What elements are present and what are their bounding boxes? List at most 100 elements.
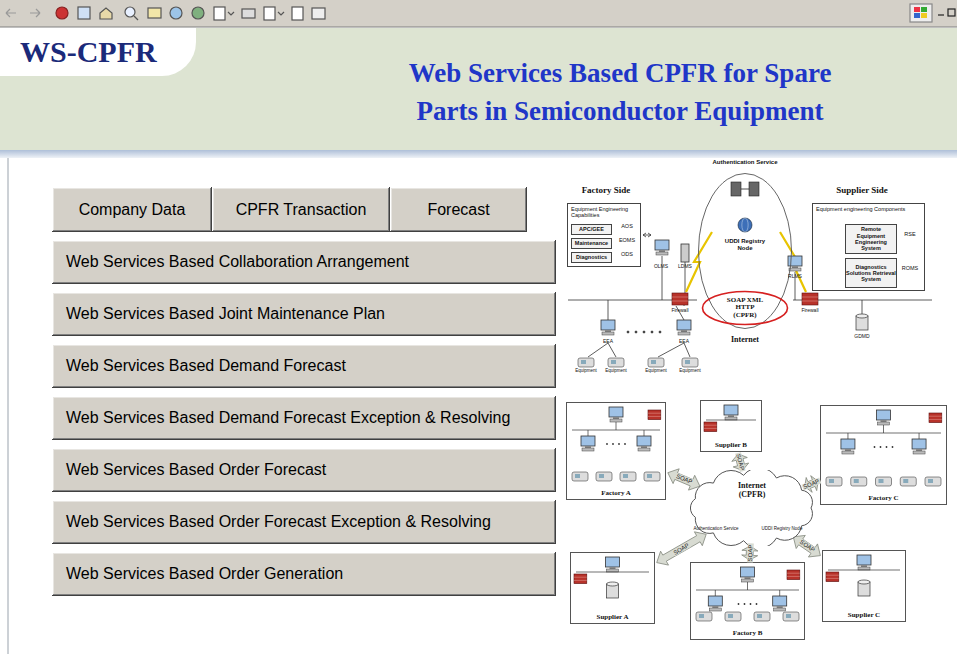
computer-icon: [677, 320, 691, 335]
outline-shape: [690, 470, 812, 546]
icon-part: [681, 330, 687, 332]
diagram-label: EEA: [603, 339, 613, 345]
diagram-label: Supplier Side: [836, 186, 888, 196]
computer-icon: [773, 596, 787, 611]
icon-part: [678, 332, 690, 335]
firewall-icon: [648, 410, 661, 420]
computer-icon: [877, 410, 891, 425]
globe-icon: [738, 218, 752, 232]
computer-icon: [841, 439, 855, 454]
node-text: Factory B: [733, 629, 763, 637]
edge-label: SOAP: [746, 544, 753, 563]
icon-part: [792, 266, 798, 268]
icon-part: [858, 580, 870, 584]
menu-button: Web Services Based Order Forecast: [52, 448, 556, 492]
lan-line: [616, 422, 617, 430]
icon-part: [928, 479, 933, 483]
equipment-icon: [925, 477, 941, 486]
module-box: Remote Equipment Engineering System: [845, 224, 897, 254]
menu-button: Web Services Based Collaboration Arrange…: [52, 240, 556, 284]
double-arrow: [793, 535, 820, 557]
icon-part: [602, 332, 614, 335]
icon-part: [858, 567, 870, 570]
lan-line: [588, 430, 589, 436]
factory-box: Factory A: [566, 402, 666, 500]
dot: [756, 603, 758, 605]
icon-part: [731, 182, 741, 196]
node-text: Equipment engineering Components: [816, 206, 905, 212]
menu-button: Web Services Based Demand Forecast Excep…: [52, 396, 556, 440]
computer-icon: [609, 407, 623, 422]
dot: [624, 443, 626, 445]
diagram-label: OLMS: [654, 264, 668, 270]
dot: [744, 603, 746, 605]
database-icon: [858, 580, 870, 596]
icon-part: [672, 297, 688, 298]
icon-part: [903, 479, 908, 483]
node-text: Diagnostics: [576, 254, 607, 260]
dot: [886, 446, 888, 448]
diagram-label: EOMS: [619, 237, 635, 243]
node-text: Factory C: [868, 494, 898, 502]
icon-part: [655, 240, 669, 250]
icon-part: [574, 577, 587, 578]
diagram-label: Internet: [731, 336, 759, 345]
icon-part: [845, 449, 851, 451]
equipment-icon: [596, 472, 612, 481]
icon-part: [648, 413, 661, 414]
computer-icon: [606, 557, 620, 572]
icon-part: [913, 451, 925, 454]
icon-part: [774, 608, 786, 611]
node-text: SOAP XML HTTP (CPFR): [725, 297, 765, 319]
server-pair-icon: [731, 182, 759, 196]
diagram-label: Authentication Service: [712, 159, 777, 166]
icon-part: [638, 448, 650, 451]
menu-button: Web Services Based Order Generation: [52, 552, 556, 596]
diagram-label: RSE: [904, 231, 915, 237]
icon-part: [856, 314, 868, 318]
icon-part: [606, 557, 620, 567]
node-text: WS-CPFR: [20, 35, 157, 69]
icon-part: [607, 569, 619, 572]
module-box: Maintenance: [571, 238, 612, 249]
icon-part: [802, 301, 818, 302]
icon-part: [783, 612, 799, 621]
dot: [892, 446, 894, 448]
firewall-icon: [802, 293, 818, 305]
dot: [874, 446, 876, 448]
icon-part: [699, 614, 704, 618]
icon-part: [826, 572, 839, 582]
tab-button: Company Data: [52, 187, 212, 232]
node-text: Web Services Based Order Forecast Except…: [66, 513, 491, 531]
tab-button: Forecast: [390, 187, 527, 232]
factory-box: Factory C: [820, 405, 947, 505]
icon-part: [881, 420, 887, 422]
icon-part: [596, 472, 612, 481]
icon-part: [742, 579, 754, 582]
equipment-icon: [900, 477, 916, 486]
icon-part: [728, 415, 734, 417]
icon-part: [677, 320, 691, 330]
computer-icon: [741, 567, 755, 582]
diagram-label: EEA: [679, 339, 689, 345]
icon-part: [605, 330, 611, 332]
computer-icon: [581, 436, 595, 451]
icon-part: [916, 449, 922, 451]
node-text: Maintenance: [575, 240, 608, 246]
icon-part: [742, 218, 748, 232]
icon-part: [685, 360, 690, 364]
outline-shape: [699, 174, 792, 329]
icon-part: [620, 472, 636, 481]
icon-part: [704, 425, 717, 426]
icon-part: [599, 474, 604, 478]
icon-part: [826, 477, 842, 486]
icon-part: [724, 405, 738, 415]
icon-part: [610, 567, 616, 569]
icon-part: [787, 570, 800, 580]
diagram-label: LDMS: [678, 264, 692, 270]
icon-part: [787, 576, 800, 577]
icon-part: [929, 416, 942, 417]
edge-label: SOAP: [672, 541, 691, 555]
icon-part: [623, 474, 628, 478]
icon-part: [876, 477, 892, 486]
